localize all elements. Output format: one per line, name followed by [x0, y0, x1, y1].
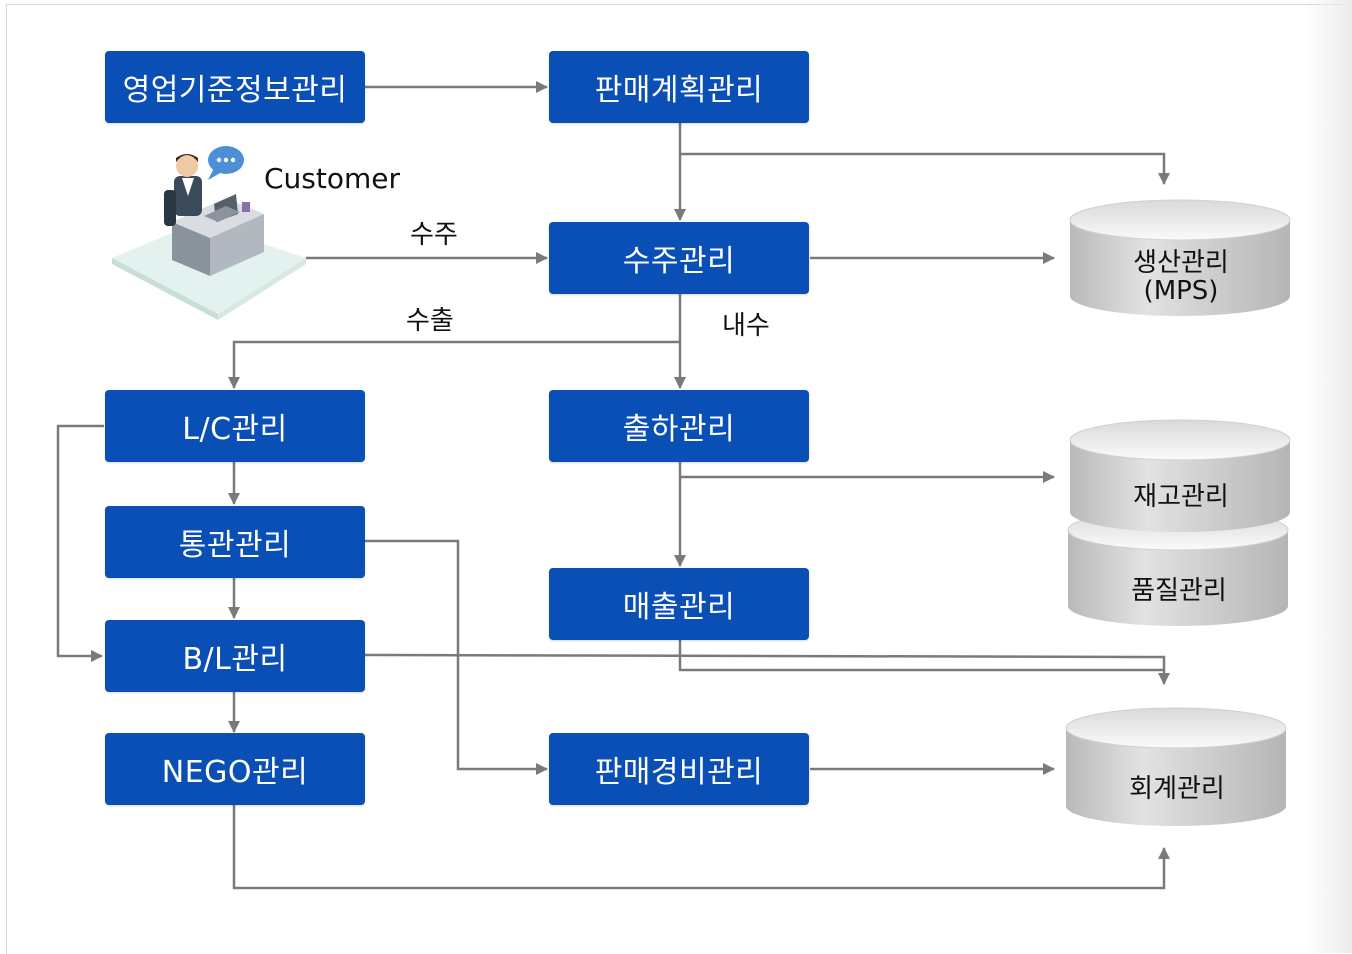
node-lc: L/C관리 — [105, 390, 365, 462]
db-accounting-shape — [1065, 707, 1287, 826]
node-sales-master: 영업기준정보관리 — [105, 51, 365, 123]
node-bl: B/L관리 — [105, 620, 365, 692]
db-accounting-label: 회계관리 — [1129, 774, 1225, 804]
db-inventory-label: 재고관리 — [1133, 482, 1229, 512]
edge-order-to-lc — [228, 340, 680, 389]
customer-label: Customer — [264, 162, 401, 195]
edge-lc-to-bl — [56, 424, 104, 662]
db-production-sublabel: (MPS) — [1143, 276, 1219, 306]
edge-label-export: 수출 — [406, 306, 454, 336]
edge-label-domestic: 내수 — [722, 311, 770, 341]
right-edge-shade — [1304, 0, 1352, 953]
edge-bl-to-accounting — [364, 653, 1170, 685]
edge-revenue-to-accounting — [678, 640, 1164, 672]
node-sales-expense: 판매경비관리 — [549, 733, 809, 805]
customer-illustration — [112, 146, 306, 320]
edge-label-order-in: 수주 — [410, 220, 458, 250]
node-sales-revenue: 매출관리 — [549, 568, 809, 640]
edge-nego-to-accounting — [232, 805, 1170, 890]
node-sales-plan: 판매계획관리 — [549, 51, 809, 123]
db-production-label: 생산관리 — [1133, 248, 1229, 278]
db-production-shape — [1069, 199, 1291, 316]
node-order: 수주관리 — [549, 222, 809, 294]
node-nego: NEGO관리 — [105, 733, 365, 805]
db-quality-label: 품질관리 — [1131, 576, 1227, 606]
edge-plan-to-production — [680, 152, 1170, 185]
node-customs: 통관관리 — [105, 506, 365, 578]
node-shipping: 출하관리 — [549, 390, 809, 462]
db-inventory-shape — [1069, 419, 1291, 532]
